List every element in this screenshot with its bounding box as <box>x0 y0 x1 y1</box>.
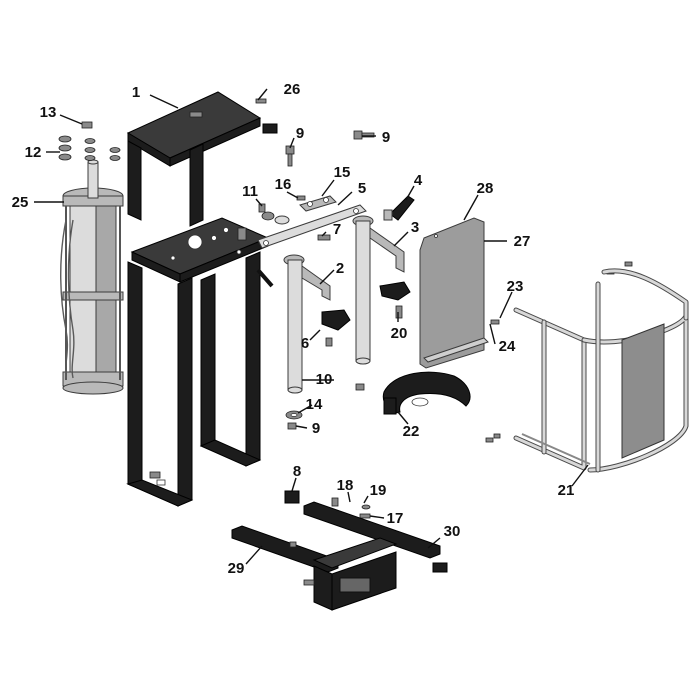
panel-27 <box>419 217 489 369</box>
handle-4 <box>383 195 415 221</box>
callout-7: 7 <box>333 221 341 238</box>
callout-11: 11 <box>242 183 258 200</box>
rod-assembly-3 <box>352 215 405 365</box>
callout-4: 4 <box>414 172 423 189</box>
callout-1: 1 <box>132 84 140 101</box>
callout-9a: 9 <box>296 125 304 142</box>
hardware-18-19-17 <box>331 497 371 519</box>
hardware-26-9 <box>255 98 375 167</box>
callout-8: 8 <box>293 463 301 480</box>
cylinder-part <box>60 159 124 395</box>
callout-28: 28 <box>477 180 494 197</box>
clamps-6-20 <box>321 281 411 347</box>
hardware-13-12 <box>58 121 121 161</box>
callout-21: 21 <box>558 482 575 499</box>
callout-2: 2 <box>336 260 344 277</box>
callout-20: 20 <box>391 325 408 342</box>
hardware-11-16-15-5 <box>257 195 367 249</box>
callout-18: 18 <box>337 477 354 494</box>
callout-3: 3 <box>411 219 419 236</box>
callout-14: 14 <box>306 396 323 413</box>
fork-22 <box>382 371 471 415</box>
base-assembly-29-30 <box>231 501 448 611</box>
frame-part <box>126 91 274 507</box>
callout-30: 30 <box>444 523 461 540</box>
guard-cage-21 <box>513 268 689 473</box>
callout-22: 22 <box>403 423 420 440</box>
rod-assembly-2 <box>283 254 331 394</box>
callout-labels: 1 26 13 9 9 12 11 16 15 5 4 28 25 7 3 27… <box>12 81 575 577</box>
callout-15: 15 <box>334 164 351 181</box>
callout-6: 6 <box>301 335 309 352</box>
callout-16: 16 <box>275 176 292 193</box>
callout-10: 10 <box>316 371 333 388</box>
callout-13: 13 <box>40 104 57 121</box>
callout-23: 23 <box>507 278 524 295</box>
callout-19: 19 <box>370 482 387 499</box>
callout-9c: 9 <box>312 420 320 437</box>
callout-9b: 9 <box>382 129 390 146</box>
callout-12: 12 <box>25 144 42 161</box>
bolt-7 <box>317 234 331 241</box>
callout-17: 17 <box>387 510 404 527</box>
callout-24: 24 <box>499 338 516 355</box>
callout-27: 27 <box>514 233 531 250</box>
callout-5: 5 <box>358 180 366 197</box>
callout-29: 29 <box>228 560 245 577</box>
callout-26: 26 <box>284 81 301 98</box>
leader-lines <box>34 88 589 565</box>
callout-25: 25 <box>12 194 29 211</box>
block-8 <box>284 490 300 504</box>
